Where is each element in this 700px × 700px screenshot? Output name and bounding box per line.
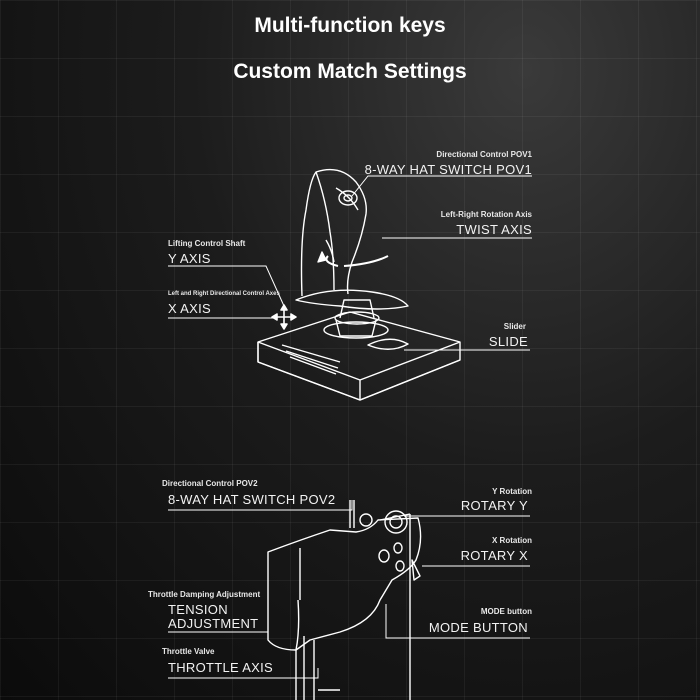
pov1-caption: Directional Control POV1: [436, 150, 532, 159]
pov2-caption: Directional Control POV2: [162, 479, 258, 488]
tension-caption: Throttle Damping Adjustment: [148, 590, 261, 599]
tension-label-line2: ADJUSTMENT: [168, 616, 259, 631]
slide-label: SLIDE: [488, 334, 528, 349]
rotary-y-caption: Y Rotation: [492, 487, 532, 496]
slide-caption: Slider: [503, 322, 526, 331]
joystick-stick: [295, 168, 409, 339]
joystick-base: [257, 311, 461, 401]
twist-caption: Left-Right Rotation Axis: [440, 210, 532, 219]
throttle-axis-caption: Throttle Valve: [162, 647, 215, 656]
y-axis-caption: Lifting Control Shaft: [168, 239, 246, 248]
xy-cross-icon: [271, 304, 297, 330]
tension-label-line1: TENSION: [168, 602, 228, 617]
x-axis-label: X AXIS: [168, 301, 211, 316]
page-subtitle: Custom Match Settings: [233, 60, 467, 83]
mode-caption: MODE button: [480, 607, 532, 616]
rotary-y-label: ROTARY Y: [460, 498, 528, 513]
throttle-axis-label: THROTTLE AXIS: [168, 660, 274, 675]
rotary-x-label: ROTARY X: [460, 548, 528, 563]
twist-label: TWIST AXIS: [456, 222, 532, 237]
throttle-body: [267, 500, 422, 700]
x-axis-caption: Left and Right Directional Control Axes: [168, 291, 280, 297]
mode-label: MODE BUTTON: [428, 620, 528, 635]
pov2-label: 8-WAY HAT SWITCH POV2: [168, 492, 336, 507]
y-axis-label: Y AXIS: [168, 251, 211, 266]
rotary-x-caption: X Rotation: [492, 536, 532, 545]
page-title: Multi-function keys: [254, 14, 446, 37]
pov1-label: 8-WAY HAT SWITCH POV1: [364, 162, 532, 177]
